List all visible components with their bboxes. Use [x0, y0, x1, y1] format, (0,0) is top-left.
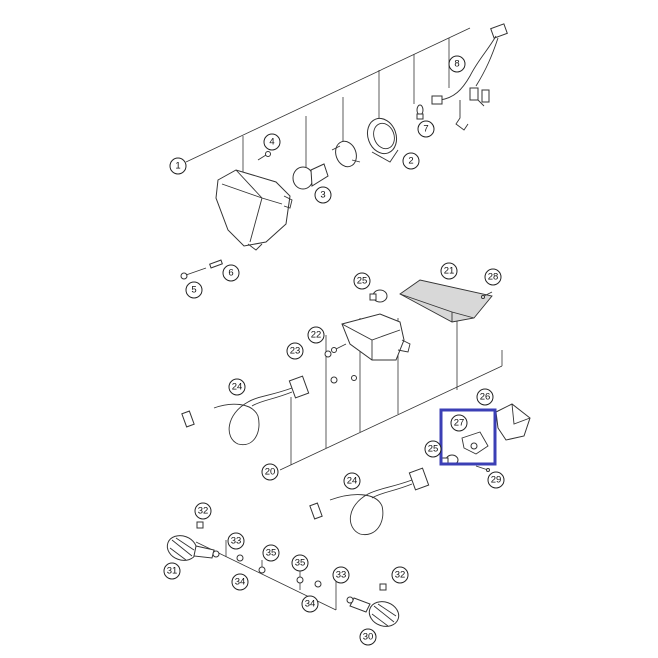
highlight-box — [439, 408, 497, 466]
callout-28: 28 — [484, 268, 502, 286]
svg-text:1: 1 — [175, 161, 180, 172]
svg-text:21: 21 — [444, 266, 455, 277]
callout-25-upper: 25 — [353, 272, 371, 290]
turn-signal-left — [166, 535, 220, 561]
license-bracket — [461, 431, 489, 455]
callout-30: 30 — [359, 628, 377, 646]
svg-text:32: 32 — [198, 506, 209, 517]
svg-text:7: 7 — [423, 124, 428, 135]
tail-light-lens — [399, 279, 493, 323]
svg-text:33: 33 — [231, 536, 242, 547]
bulb-retainer — [331, 140, 361, 168]
callout-34-left: 34 — [231, 573, 249, 591]
callout-5: 5 — [185, 281, 203, 299]
svg-text:25: 25 — [357, 276, 368, 287]
parking-bulb — [416, 104, 424, 120]
svg-text:32: 32 — [395, 570, 406, 581]
svg-text:34: 34 — [235, 577, 246, 588]
callout-32-right: 32 — [391, 566, 409, 584]
svg-text:34: 34 — [305, 599, 316, 610]
tail-light-housing — [341, 313, 411, 361]
callout-35-left: 35 — [262, 544, 280, 562]
callout-24-lower: 24 — [343, 472, 361, 490]
svg-text:33: 33 — [336, 570, 347, 581]
svg-text:23: 23 — [290, 346, 301, 357]
callout-1: 1 — [169, 157, 187, 175]
svg-text:35: 35 — [295, 558, 306, 569]
callout-33-left: 33 — [227, 532, 245, 550]
tail-bulb — [369, 289, 388, 303]
svg-text:27: 27 — [454, 418, 465, 429]
callout-35-right: 35 — [291, 554, 309, 572]
svg-text:5: 5 — [191, 285, 196, 296]
callout-32-left: 32 — [194, 502, 212, 520]
headlight-housing — [215, 169, 293, 251]
callout-24-upper: 24 — [228, 378, 246, 396]
tail-cable-lower — [309, 467, 430, 536]
svg-text:24: 24 — [232, 382, 243, 393]
callout-23: 23 — [286, 342, 304, 360]
callout-20: 20 — [261, 463, 279, 481]
rubber-boot — [366, 117, 399, 163]
callout-8: 8 — [448, 55, 466, 73]
headlight-harness — [431, 23, 508, 131]
svg-text:3: 3 — [320, 190, 325, 201]
callout-22: 22 — [307, 326, 325, 344]
callout-34-right: 34 — [301, 595, 319, 613]
svg-text:22: 22 — [311, 330, 322, 341]
turn-signal-hardware — [196, 521, 387, 591]
svg-text:28: 28 — [488, 272, 499, 283]
svg-text:2: 2 — [408, 156, 413, 167]
svg-text:35: 35 — [266, 548, 277, 559]
callout-29: 29 — [487, 471, 505, 489]
callout-25-lower: 25 — [424, 440, 442, 458]
pin-28 — [481, 291, 493, 299]
tail-screw-22 — [331, 343, 347, 353]
svg-text:25: 25 — [428, 444, 439, 455]
callout-2: 2 — [402, 152, 420, 170]
screw-4 — [257, 151, 271, 161]
callout-6: 6 — [222, 264, 240, 282]
screw-29 — [475, 465, 490, 472]
svg-text:30: 30 — [363, 632, 374, 643]
turn-signal-right — [346, 596, 400, 627]
spacer-6 — [209, 259, 223, 269]
headlight-bulb — [292, 163, 329, 190]
svg-text:8: 8 — [454, 59, 459, 70]
svg-text:26: 26 — [480, 392, 491, 403]
svg-text:6: 6 — [228, 268, 233, 279]
tail-nut-23 — [324, 350, 357, 384]
svg-text:24: 24 — [347, 476, 358, 487]
callout-31: 31 — [163, 562, 181, 580]
callout-33-right: 33 — [332, 566, 350, 584]
svg-text:20: 20 — [265, 467, 276, 478]
callout-7: 7 — [417, 120, 435, 138]
tail-cable-upper — [181, 375, 310, 446]
svg-text:4: 4 — [269, 137, 274, 148]
screw-5 — [180, 267, 207, 280]
svg-text:31: 31 — [167, 566, 178, 577]
callout-4: 4 — [263, 133, 281, 151]
callout-26: 26 — [476, 388, 494, 406]
callout-3: 3 — [314, 186, 332, 204]
callout-27: 27 — [450, 414, 468, 432]
license-light-housing — [495, 403, 531, 441]
svg-text:29: 29 — [491, 475, 502, 486]
callout-21: 21 — [440, 262, 458, 280]
